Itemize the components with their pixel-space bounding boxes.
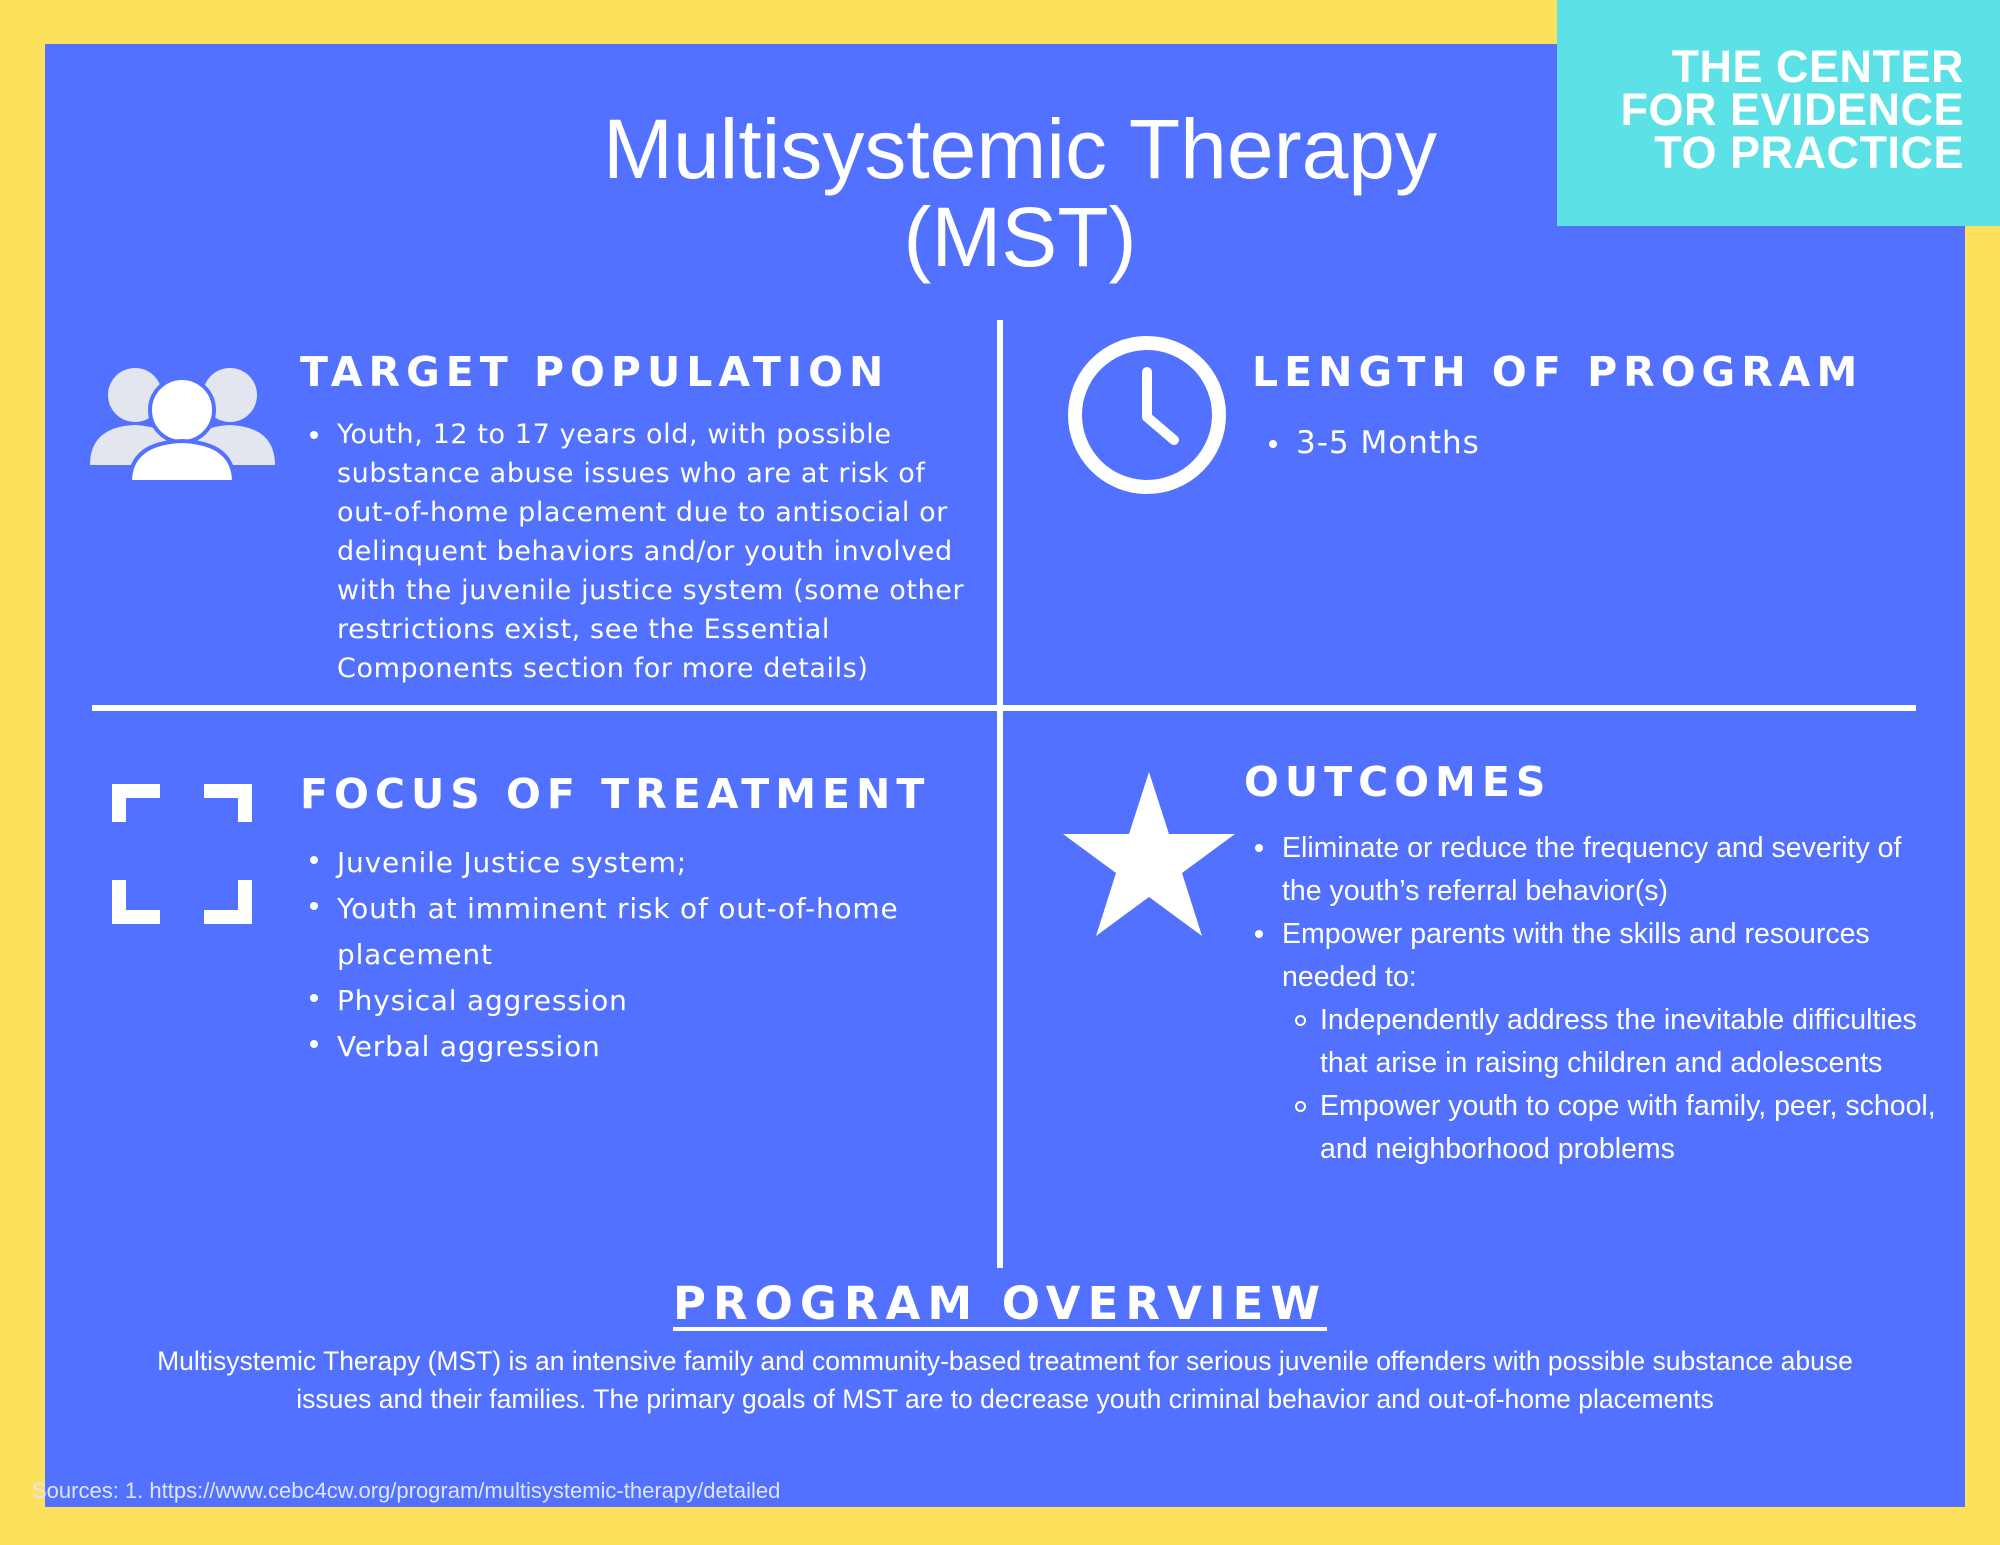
star-icon [1063, 772, 1235, 936]
badge-line-1: THE CENTER [1671, 41, 1964, 92]
outcomes-list: Eliminate or reduce the frequency and se… [1255, 827, 1942, 1171]
title-line-1: Multisystemic Therapy [602, 102, 1437, 196]
list-item: Verbal aggression [310, 1024, 957, 1070]
badge-line-2: FOR EVIDENCE [1620, 84, 1964, 135]
sub-list-item: Independently address the inevitable dif… [1295, 999, 1942, 1085]
list-item: Empower parents with the skills and reso… [1255, 913, 1942, 1171]
page-title: Multisystemic Therapy (MST) [420, 105, 1620, 281]
title-line-2: (MST) [903, 190, 1137, 284]
program-overview-text: Multisystemic Therapy (MST) is an intens… [157, 1346, 1853, 1414]
target-population-list: Youth, 12 to 17 years old, with possible… [310, 415, 977, 688]
outcomes-heading: OUTCOMES [1244, 758, 1552, 806]
list-item: Physical aggression [310, 978, 957, 1024]
list-item: Youth, 12 to 17 years old, with possible… [310, 415, 977, 688]
list-item-text: Empower parents with the skills and reso… [1282, 918, 1870, 993]
vertical-divider [997, 320, 1003, 1268]
content-panel [45, 44, 1965, 1507]
program-overview-heading: PROGRAM OVERVIEW [0, 1277, 2000, 1330]
focus-of-treatment-list: Juvenile Justice system; Youth at immine… [310, 840, 957, 1070]
clock-icon [1068, 336, 1226, 494]
focus-frame-icon [112, 784, 252, 924]
outcomes-sub-list: Independently address the inevitable dif… [1295, 999, 1942, 1171]
sub-list-item: Empower youth to cope with family, peer,… [1295, 1085, 1942, 1171]
people-group-icon [90, 368, 275, 484]
focus-of-treatment-heading: FOCUS OF TREATMENT [300, 770, 931, 818]
organization-badge: THE CENTER FOR EVIDENCE TO PRACTICE [1557, 0, 2000, 226]
list-item: Juvenile Justice system; [310, 840, 957, 886]
target-population-heading: TARGET POPULATION [300, 348, 890, 396]
length-of-program-list: 3-5 Months [1269, 422, 1796, 464]
length-of-program-heading: LENGTH OF PROGRAM [1252, 348, 1864, 396]
sources-citation: Sources: 1. https://www.cebc4cw.org/prog… [32, 1478, 781, 1503]
program-overview-heading-text: PROGRAM OVERVIEW [673, 1277, 1327, 1330]
horizontal-divider [92, 705, 1916, 711]
list-item: Youth at imminent risk of out-of-home pl… [310, 886, 957, 978]
list-item: 3-5 Months [1269, 422, 1796, 464]
list-item: Eliminate or reduce the frequency and se… [1255, 827, 1942, 913]
badge-line-3: TO PRACTICE [1654, 127, 1964, 178]
